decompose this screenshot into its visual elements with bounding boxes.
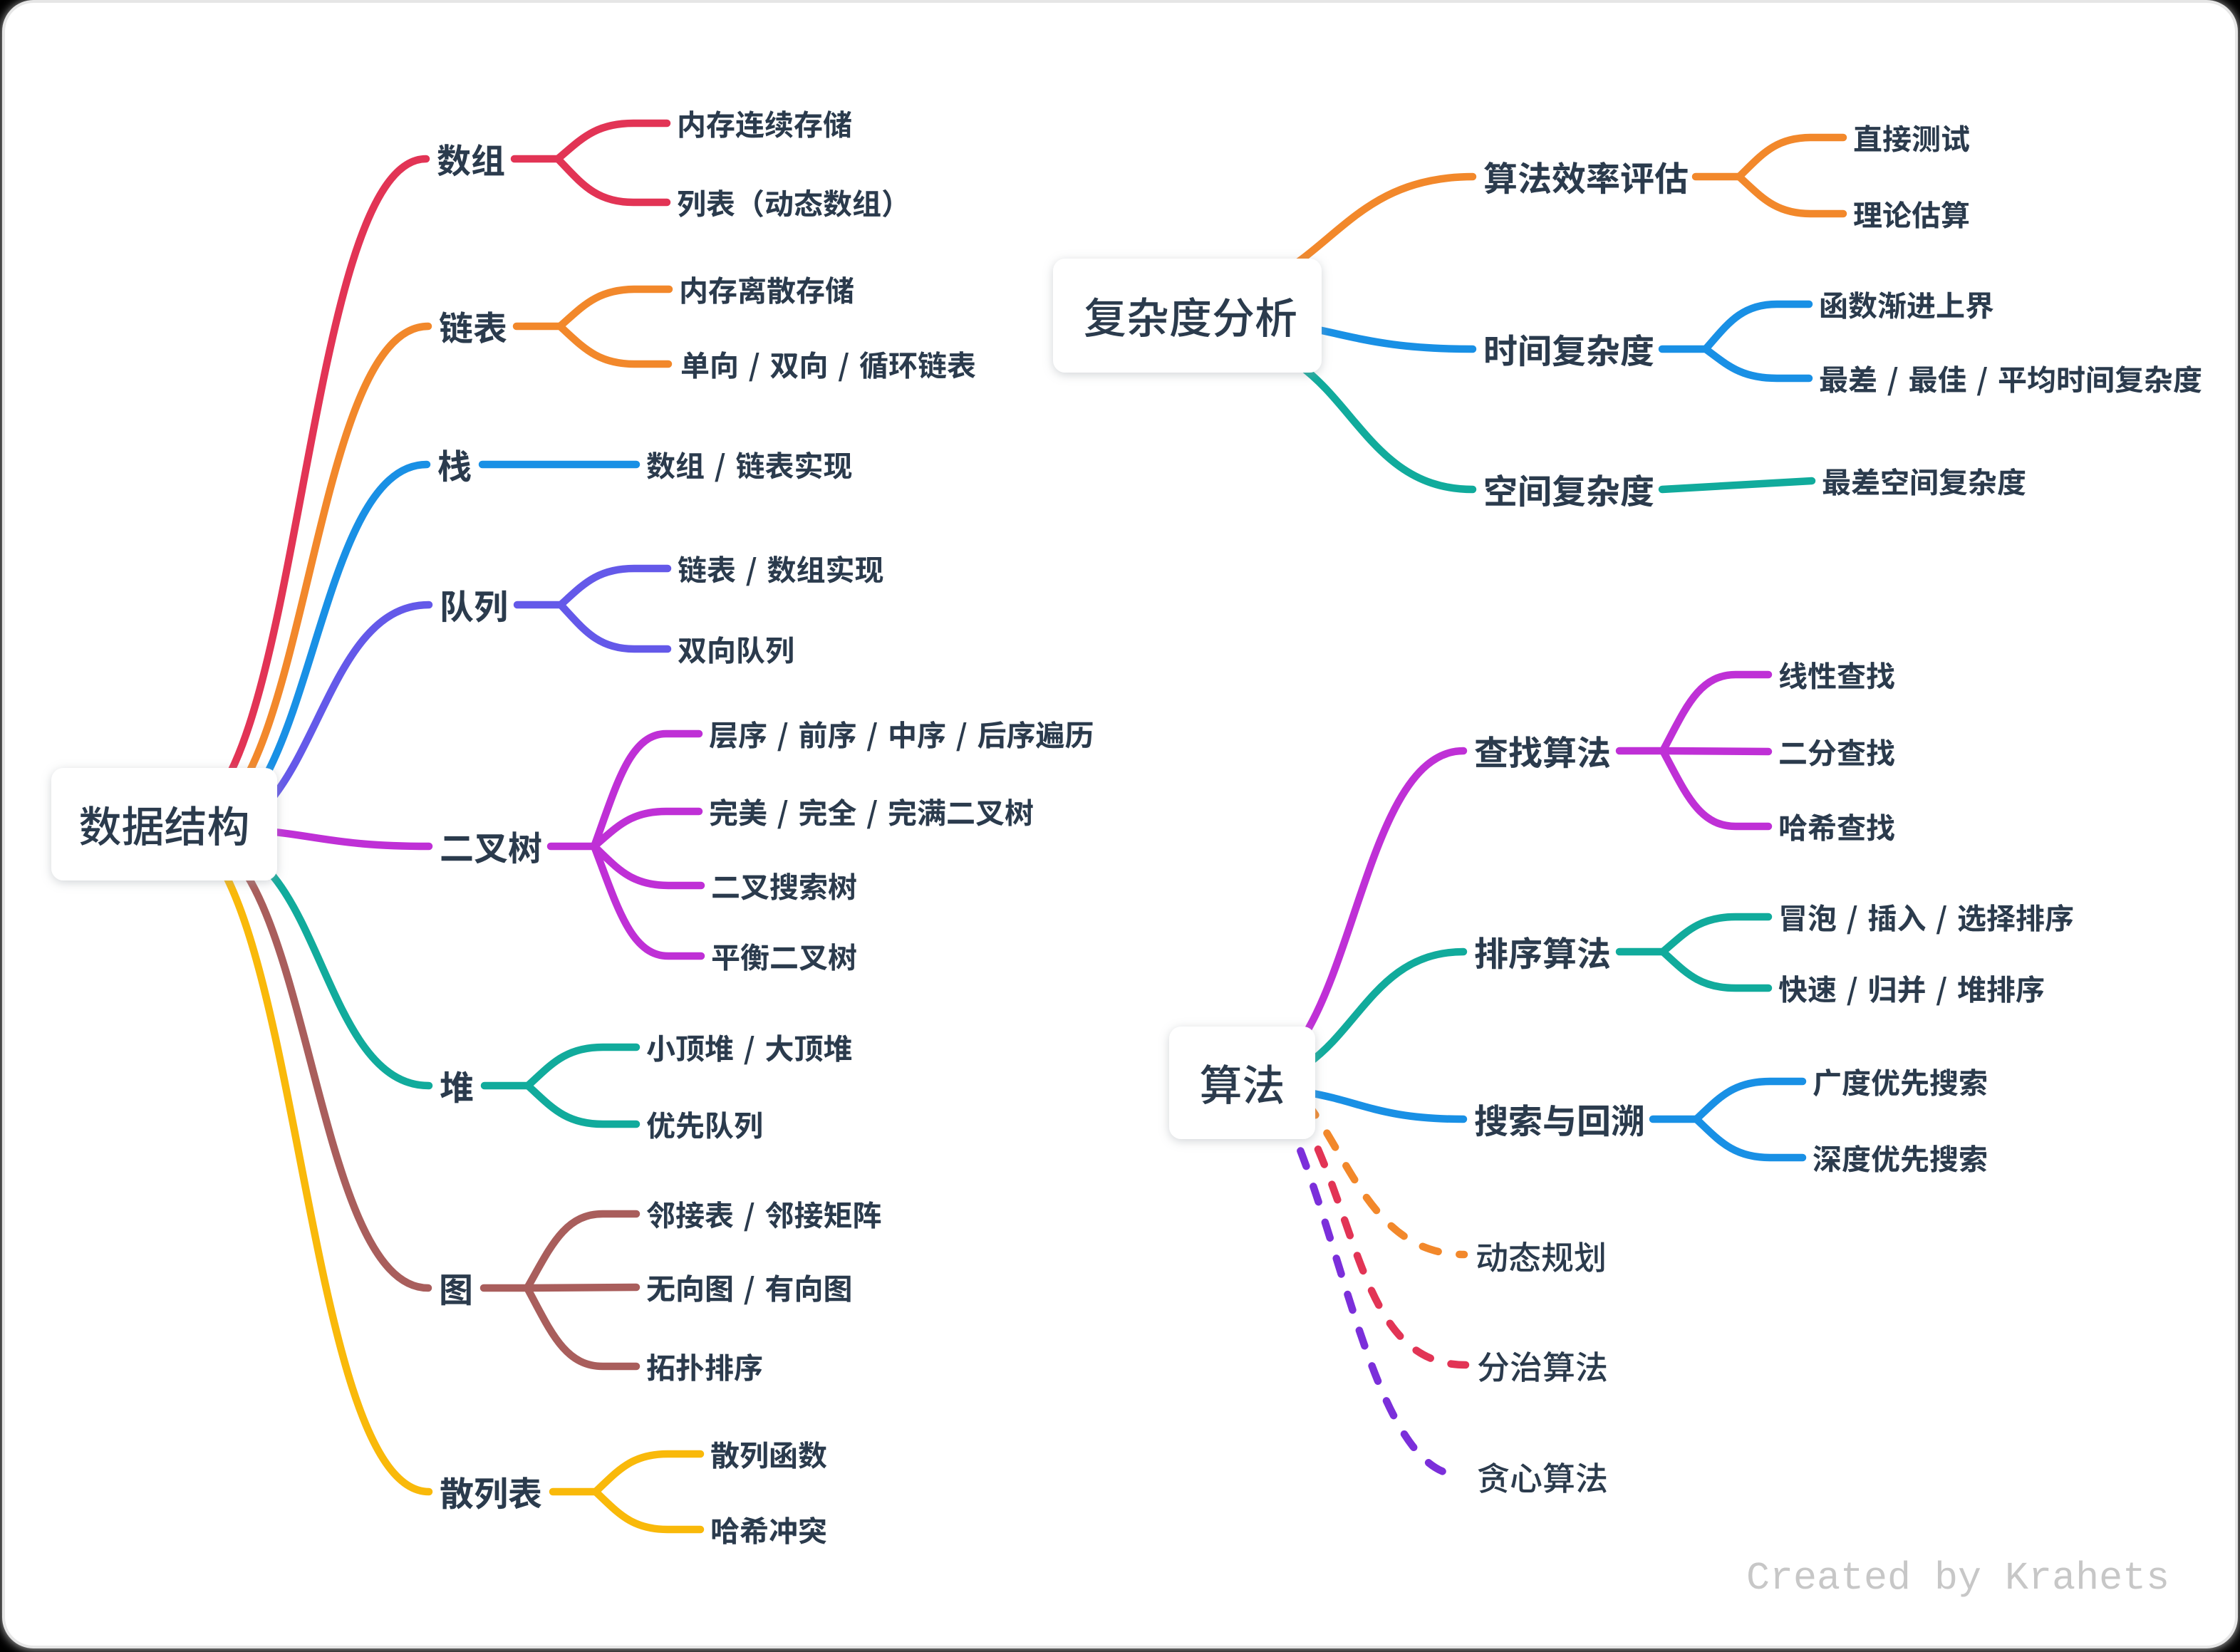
svg-text:排序算法: 排序算法 — [1474, 926, 1611, 976]
svg-text:散列表: 散列表 — [440, 1466, 542, 1516]
svg-text:链表: 链表 — [439, 301, 507, 350]
svg-text:栈: 栈 — [437, 439, 472, 489]
svg-text:列表（动态数组）: 列表（动态数组） — [677, 180, 911, 223]
svg-text:链表 / 数组实现: 链表 / 数组实现 — [678, 546, 883, 589]
svg-text:广度优先搜索: 广度优先搜索 — [1813, 1059, 1988, 1102]
svg-text:拓扑排序: 拓扑排序 — [646, 1344, 763, 1387]
svg-text:空间复杂度: 空间复杂度 — [1483, 464, 1654, 514]
svg-text:哈希冲突: 哈希冲突 — [710, 1507, 827, 1550]
svg-text:数据结构: 数据结构 — [79, 793, 250, 855]
svg-text:双向队列: 双向队列 — [678, 627, 794, 670]
svg-text:复杂度分析: 复杂度分析 — [1084, 284, 1297, 346]
svg-text:内存连续存储: 内存连续存储 — [677, 101, 852, 144]
svg-text:Created by Krahets: Created by Krahets — [1746, 1556, 2169, 1601]
svg-text:二叉搜索树: 二叉搜索树 — [711, 863, 857, 906]
svg-text:函数渐进上界: 函数渐进上界 — [1819, 282, 1994, 325]
svg-text:无向图 / 有向图: 无向图 / 有向图 — [646, 1265, 852, 1308]
svg-text:理论估算: 理论估算 — [1853, 192, 1970, 234]
svg-text:分治算法: 分治算法 — [1477, 1342, 1608, 1389]
svg-text:层序 / 前序 / 中序 / 后序遍历: 层序 / 前序 / 中序 / 后序遍历 — [709, 712, 1094, 754]
svg-text:深度优先搜索: 深度优先搜索 — [1813, 1136, 1988, 1178]
svg-text:数组: 数组 — [437, 133, 505, 183]
svg-text:单向 / 双向 / 循环链表: 单向 / 双向 / 循环链表 — [680, 342, 976, 385]
svg-text:优先队列: 优先队列 — [646, 1102, 763, 1145]
svg-text:算法: 算法 — [1200, 1051, 1285, 1113]
svg-text:哈希查找: 哈希查找 — [1778, 804, 1895, 847]
svg-text:查找算法: 查找算法 — [1474, 725, 1611, 775]
svg-text:完美 / 完全 / 完满二叉树: 完美 / 完全 / 完满二叉树 — [709, 789, 1034, 832]
svg-text:搜索与回溯: 搜索与回溯 — [1474, 1093, 1645, 1143]
svg-text:线性查找: 线性查找 — [1778, 653, 1895, 695]
svg-text:内存离散存储: 内存离散存储 — [679, 267, 854, 310]
svg-text:最差空间复杂度: 最差空间复杂度 — [1822, 459, 2026, 502]
svg-text:贪心算法: 贪心算法 — [1477, 1453, 1608, 1500]
svg-text:散列函数: 散列函数 — [710, 1432, 827, 1475]
svg-text:平衡二叉树: 平衡二叉树 — [711, 934, 857, 977]
svg-text:小顶堆 / 大顶堆: 小顶堆 / 大顶堆 — [646, 1025, 852, 1068]
svg-text:最差 / 最佳 / 平均时间复杂度: 最差 / 最佳 / 平均时间复杂度 — [1819, 356, 2202, 399]
svg-text:邻接表 / 邻接矩阵: 邻接表 / 邻接矩阵 — [646, 1192, 881, 1235]
svg-text:动态规划: 动态规划 — [1476, 1232, 1607, 1279]
svg-text:二叉树: 二叉树 — [440, 821, 542, 871]
svg-text:快速 / 归并 / 堆排序: 快速 / 归并 / 堆排序 — [1778, 966, 2045, 1009]
svg-text:图: 图 — [439, 1262, 473, 1312]
svg-text:算法效率评估: 算法效率评估 — [1483, 151, 1689, 201]
svg-text:直接测试: 直接测试 — [1853, 115, 1970, 158]
svg-text:二分查找: 二分查找 — [1778, 729, 1895, 772]
svg-text:冒泡 / 插入 / 选择排序: 冒泡 / 插入 / 选择排序 — [1778, 895, 2074, 937]
svg-text:队列: 队列 — [440, 579, 508, 629]
svg-text:数组 / 链表实现: 数组 / 链表实现 — [646, 442, 852, 485]
svg-text:堆: 堆 — [440, 1060, 474, 1110]
svg-text:时间复杂度: 时间复杂度 — [1483, 323, 1654, 373]
